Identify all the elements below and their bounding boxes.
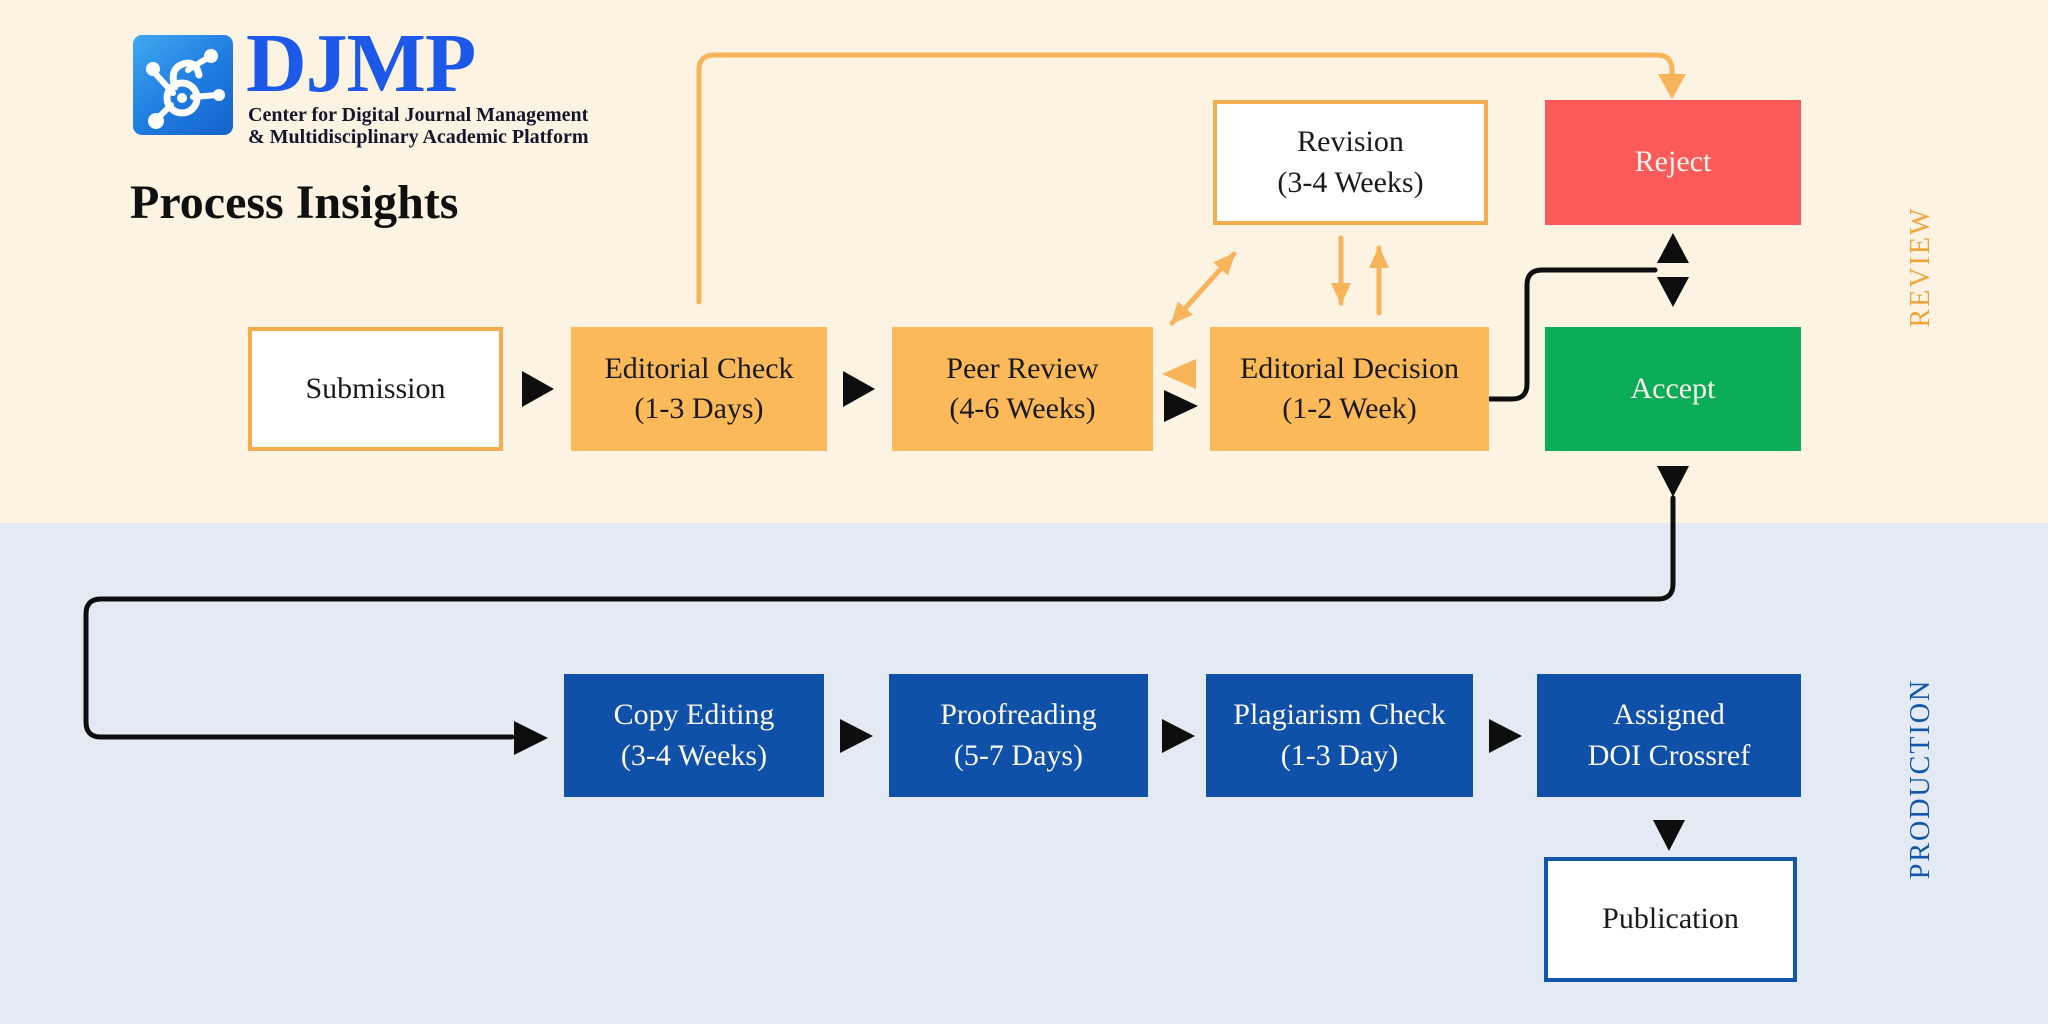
node-label: Revision (1297, 125, 1404, 158)
node-duration: (1-3 Day) (1280, 738, 1399, 772)
edge-peer-review-revision-double-arrow (1169, 251, 1237, 326)
node-plagiarism-check: Plagiarism Check (1-3 Day) (1206, 674, 1473, 797)
arrow-into-copy-editing (514, 721, 548, 755)
network-icon (146, 49, 225, 129)
arrow-submission-to-editorial-check (522, 371, 554, 407)
node-label: Publication (1602, 902, 1739, 936)
section-label-production: PRODUCTION (1905, 678, 1936, 880)
node-label: Plagiarism Check (1233, 698, 1446, 731)
node-copy-editing: Copy Editing (3-4 Weeks) (564, 674, 824, 797)
node-assigned-doi-crossref: Assigned DOI Crossref (1537, 674, 1801, 797)
node-reject: Reject (1545, 100, 1801, 225)
node-duration: (4-6 Weeks) (949, 392, 1096, 425)
logo-tagline-line2: & Multidisciplinary Academic Platform (248, 126, 589, 148)
arrow-out-of-accept (1657, 466, 1689, 497)
edge-editorial-decision-to-decision-junction (1486, 267, 1658, 402)
node-revision: Revision (3-4 Weeks) (1213, 100, 1488, 225)
node-label: Peer Review (946, 351, 1099, 385)
node-peer-review: Peer Review (4-6 Weeks) (892, 327, 1153, 451)
arrow-copy-editing-to-proofreading (840, 719, 873, 753)
node-duration: DOI Crossref (1587, 738, 1751, 772)
arrow-proofreading-to-plagiarism-check (1162, 719, 1195, 753)
node-duration: (5-7 Days) (953, 738, 1084, 772)
arrow-junction-to-reject (1657, 233, 1689, 263)
node-editorial-decision: Editorial Decision (1-2 Week) (1210, 327, 1489, 451)
arrowhead-into-reject (1658, 74, 1686, 99)
arrow-peer-review-to-editorial-decision (1164, 390, 1198, 422)
page-title: Process Insights (130, 176, 459, 229)
node-label: Proofreading (940, 698, 1097, 731)
arrow-junction-to-accept (1657, 277, 1689, 307)
node-submission: Submission (248, 327, 503, 451)
node-label: Reject (1634, 145, 1712, 179)
arrow-plagiarism-check-to-doi (1489, 719, 1522, 753)
arrow-editorial-decision-to-peer-review (1162, 359, 1196, 389)
node-label: Assigned (1613, 698, 1725, 731)
node-duration: (1-2 Week) (1282, 392, 1417, 425)
node-label: Editorial Decision (1239, 351, 1460, 385)
arrow-editorial-check-to-peer-review (843, 371, 875, 407)
section-label-review: REVIEW (1905, 206, 1936, 328)
node-label: Accept (1630, 371, 1716, 405)
node-label: Submission (305, 371, 446, 405)
node-label: Editorial Check (604, 351, 794, 385)
node-label: Copy Editing (613, 698, 775, 731)
logo-acronym: DJMP (246, 17, 476, 110)
logo-tagline-line1: Center for Digital Journal Management (248, 104, 589, 126)
arrow-doi-to-publication (1653, 820, 1685, 851)
edge-editorial-check-to-reject (696, 52, 1675, 305)
node-publication: Publication (1544, 857, 1797, 982)
node-editorial-check: Editorial Check (1-3 Days) (571, 327, 827, 451)
node-proofreading: Proofreading (5-7 Days) (889, 674, 1148, 797)
node-accept: Accept (1545, 327, 1801, 451)
node-duration: (3-4 Weeks) (1277, 165, 1424, 199)
node-duration: (3-4 Weeks) (620, 738, 768, 772)
node-duration: (1-3 Days) (634, 392, 764, 425)
djmp-logo (133, 35, 233, 135)
logo-tagline: Center for Digital Journal Management & … (248, 104, 589, 148)
edge-accept-to-copy-editing (83, 495, 1676, 740)
